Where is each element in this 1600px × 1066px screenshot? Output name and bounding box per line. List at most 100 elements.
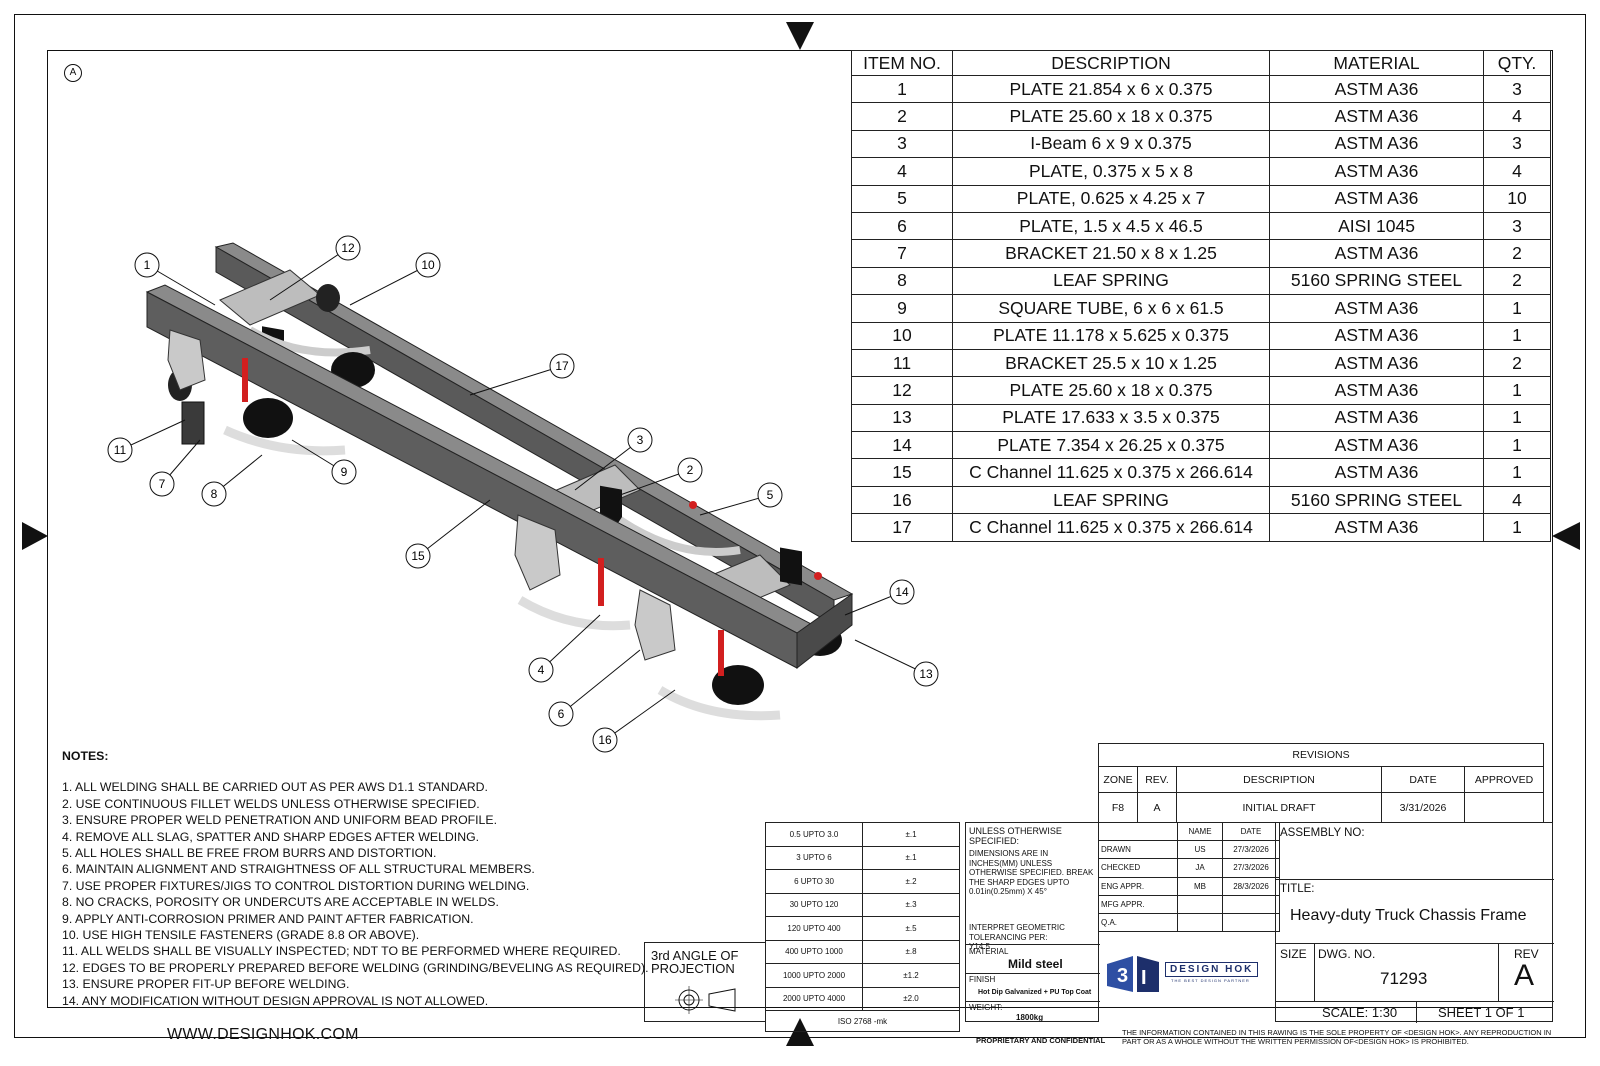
balloon-circle bbox=[548, 701, 574, 727]
bom-qty: 4 bbox=[1483, 157, 1551, 186]
spec-weight-label: WEIGHT: bbox=[969, 1003, 1003, 1012]
bom-description: PLATE 25.60 x 18 x 0.375 bbox=[952, 376, 1270, 405]
approvals-role: Q.A. bbox=[1098, 912, 1178, 933]
bracket-11 bbox=[181, 401, 205, 445]
bom-item: 17 bbox=[851, 513, 953, 542]
note-item: 7. USE PROPER FIXTURES/JIGS TO CONTROL D… bbox=[62, 878, 530, 893]
balloon-leader bbox=[146, 264, 216, 306]
spec-finish: Hot Dip Galvanized + PU Top Coat bbox=[978, 989, 1092, 996]
bom-description: PLATE, 0.375 x 5 x 8 bbox=[952, 157, 1270, 186]
bom-qty: 2 bbox=[1483, 239, 1551, 268]
hanger-rear bbox=[167, 329, 206, 391]
tolerance-range: 6 UPTO 30 bbox=[765, 869, 863, 894]
tolerance-range: 30 UPTO 120 bbox=[765, 892, 863, 917]
bom-item: 1 bbox=[851, 74, 953, 104]
bom-item: 3 bbox=[851, 129, 953, 159]
bom-material: ASTM A36 bbox=[1269, 321, 1484, 350]
black-plate-14 bbox=[780, 547, 802, 586]
spec-material-label: MATERIAL bbox=[969, 947, 1009, 956]
bom-item: 8 bbox=[851, 266, 953, 296]
shock-absorber-2 bbox=[598, 558, 604, 606]
bom-qty: 3 bbox=[1483, 211, 1551, 241]
approvals-header: DATE bbox=[1222, 821, 1280, 842]
balloon-label: 15 bbox=[411, 549, 425, 563]
spec-unless: UNLESS OTHERWISE SPECIFIED: bbox=[969, 826, 1062, 846]
bom-item: 13 bbox=[851, 403, 953, 433]
bom-description: LEAF SPRING bbox=[952, 266, 1270, 296]
website-url[interactable]: WWW.DESIGNHOK.COM bbox=[167, 1026, 359, 1043]
tolerance-row: 2000 UPTO 4000±2.0 bbox=[765, 986, 960, 1011]
balloon-label: 2 bbox=[687, 463, 694, 477]
bom-description: C Channel 11.625 x 0.375 x 266.614 bbox=[952, 513, 1270, 542]
company-name: DESIGN HOK bbox=[1165, 962, 1259, 977]
balloon-leader bbox=[540, 614, 601, 671]
note-item: 13. ENSURE PROPER FIT-UP BEFORE WELDING. bbox=[62, 977, 350, 992]
zone-marker: A bbox=[64, 64, 82, 82]
front-end-plate bbox=[796, 593, 853, 670]
balloon-circle bbox=[201, 481, 227, 507]
balloon-leader bbox=[349, 264, 429, 306]
projection-line1: 3rd ANGLE OF bbox=[651, 948, 739, 963]
spec-dims: DIMENSIONS ARE IN INCHES(MM) UNLESS OTHE… bbox=[969, 849, 1094, 896]
projection-line2: PROJECTION bbox=[651, 961, 735, 976]
tolerance-value: ±.1 bbox=[862, 822, 960, 847]
tolerance-value: ±1.2 bbox=[862, 963, 960, 988]
red-bolt-top bbox=[814, 572, 822, 580]
bom-item: 15 bbox=[851, 458, 953, 487]
disclaimer: THE INFORMATION CONTAINED IN THIS RAWING… bbox=[1122, 1028, 1552, 1046]
approvals-date: 28/3/2026 bbox=[1222, 876, 1280, 896]
note-item: 14. ANY MODIFICATION WITHOUT DESIGN APPR… bbox=[62, 993, 489, 1008]
leaf-spring-front-2 bbox=[517, 596, 631, 631]
tolerance-row: 3 UPTO 6±.1 bbox=[765, 845, 960, 870]
balloon-label: 14 bbox=[895, 585, 909, 599]
assembly-label: ASSEMBLY NO: bbox=[1280, 827, 1365, 839]
note-item: 8. NO CRACKS, POROSITY OR UNDERCUTS ARE … bbox=[62, 895, 499, 910]
title-block: ASSEMBLY NO: TITLE: Heavy-duty Truck Cha… bbox=[1275, 822, 1554, 1023]
drawing-title: Heavy-duty Truck Chassis Frame bbox=[1290, 907, 1527, 924]
bom-description: I-Beam 6 x 9 x 0.375 bbox=[952, 129, 1270, 159]
dwg-no-label: DWG. NO. bbox=[1318, 947, 1376, 961]
tolerance-row: 400 UPTO 1000±.8 bbox=[765, 939, 960, 964]
rev-head-rev: REV. bbox=[1137, 766, 1177, 793]
tolerance-value: ±.1 bbox=[862, 845, 960, 870]
tolerance-value: ±.3 bbox=[862, 892, 960, 917]
balloon-circle bbox=[549, 353, 575, 379]
bom-description: PLATE 25.60 x 18 x 0.375 bbox=[952, 102, 1270, 131]
bom-item: 4 bbox=[851, 157, 953, 186]
dwg-no: 71293 bbox=[1380, 969, 1428, 988]
note-item: 6. MAINTAIN ALIGNMENT AND STRAIGHTNESS O… bbox=[62, 862, 535, 877]
bom-header-description: DESCRIPTION bbox=[952, 50, 1270, 76]
bom-item: 12 bbox=[851, 376, 953, 405]
bom-qty: 3 bbox=[1483, 129, 1551, 159]
rev-date: 3/31/2026 bbox=[1381, 792, 1465, 823]
balloon-circle bbox=[677, 457, 703, 483]
shock-absorber-1 bbox=[242, 358, 248, 402]
balloon-leader bbox=[560, 649, 641, 715]
rev-label: REV bbox=[1514, 947, 1539, 961]
rev-approved bbox=[1464, 792, 1544, 823]
tolerance-range: 400 UPTO 1000 bbox=[765, 939, 863, 964]
bom-qty: 4 bbox=[1483, 485, 1551, 515]
balloon-leader bbox=[469, 365, 563, 396]
balloon-label: 8 bbox=[211, 487, 218, 501]
balloon-circle bbox=[415, 252, 441, 278]
approvals-row: MFG APPR. bbox=[1098, 894, 1280, 914]
balloon-circle bbox=[627, 427, 653, 453]
balloon-label: 5 bbox=[767, 488, 774, 502]
leaf-spring-mid bbox=[617, 516, 741, 556]
balloon-label: 10 bbox=[421, 258, 435, 272]
proprietary-label: PROPRIETARY AND CONFIDENTIAL bbox=[976, 1036, 1106, 1045]
bumper-top bbox=[316, 284, 340, 312]
spec-finish-label: FINISH bbox=[969, 975, 996, 984]
balloon-label: 3 bbox=[637, 433, 644, 447]
tolerance-value: ±.5 bbox=[862, 916, 960, 941]
bom-qty: 1 bbox=[1483, 458, 1551, 487]
rev-zone: F8 bbox=[1098, 792, 1138, 823]
rev-head-date: DATE bbox=[1381, 766, 1465, 793]
svg-text:I: I bbox=[1141, 967, 1147, 989]
